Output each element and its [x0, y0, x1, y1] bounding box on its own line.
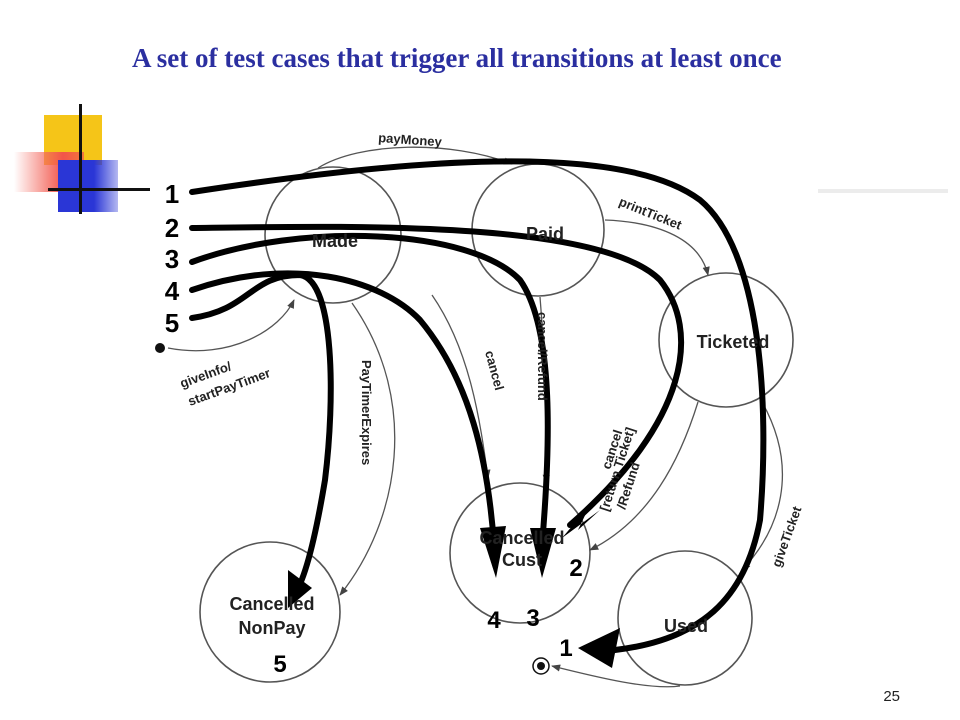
state-cancelled-nonpay-label-line1: Cancelled: [229, 594, 314, 614]
state-ticketed-circle: [658, 272, 794, 408]
test-path-5: [189, 271, 334, 598]
transition-paymoney-arrow: [317, 146, 513, 169]
test-path-5-arrowhead: [288, 570, 312, 608]
transition-paytimerexpires-arrow: [339, 302, 396, 596]
transition-cancel-ticketed-arrow: [589, 401, 699, 551]
state-cancelled-cust-circle: [449, 482, 591, 624]
decorative-vertical-line: [79, 104, 82, 214]
initial-state-dot: [155, 343, 165, 353]
transition-final-arrow: [551, 664, 681, 688]
test-path-4: [189, 270, 497, 548]
transition-giveticket-arrow: [741, 401, 783, 571]
transition-cancel-refund-label: cancel/Refund: [535, 312, 550, 401]
transition-printticket-arrow: [604, 219, 710, 276]
state-used-circle: [617, 550, 753, 686]
test-path-3: [189, 232, 551, 548]
test-path-start-label-5: 5: [165, 308, 179, 338]
state-paid-label: Paid: [526, 224, 564, 244]
transition-paymoney-label: payMoney: [378, 130, 443, 149]
transition-giveticket-label: giveTicket: [769, 504, 805, 569]
transition-paytimerexpires-label: PayTimerExpires: [359, 360, 374, 465]
state-cancelled-nonpay-circle: [199, 541, 341, 683]
test-path-2-arrowhead: [562, 505, 600, 538]
test-path-1: [189, 158, 767, 653]
test-path-start-label-3: 3: [165, 244, 179, 274]
transition-giveinfo-arrow: [167, 299, 295, 352]
state-cancelled-nonpay-label-line2: NonPay: [238, 618, 305, 638]
test-path-end-label-5: 5: [273, 651, 286, 678]
test-path-start-label-1: 1: [165, 179, 179, 209]
state-used-label: Used: [664, 616, 708, 636]
page-number: 25: [883, 688, 900, 705]
test-path-start-label-2: 2: [165, 213, 179, 243]
test-path-end-label-2: 2: [569, 555, 582, 582]
state-ticketed-label: Ticketed: [697, 332, 770, 352]
final-state-ring: [532, 657, 550, 675]
final-state-dot: [537, 662, 545, 670]
transition-cancel-made-label: cancel: [482, 349, 507, 392]
state-cancelled-cust-label-line2: Cust: [502, 550, 542, 570]
test-path-end-label-1: 1: [559, 635, 572, 662]
slide-title: A set of test cases that trigger all tra…: [132, 43, 782, 73]
test-path-end-label-4: 4: [487, 607, 501, 634]
test-path-3-arrowhead: [530, 528, 556, 578]
test-path-2: [189, 223, 685, 528]
state-made-label: Made: [312, 231, 358, 251]
decorative-blue-square: [58, 160, 118, 212]
decorative-horizontal-line: [48, 188, 150, 191]
state-cancelled-cust-label-line1: Cancelled: [479, 528, 564, 548]
test-path-1-arrowhead: [578, 628, 620, 668]
transition-printticket-label: printTicket: [617, 194, 685, 233]
test-path-end-label-3: 3: [526, 605, 539, 632]
state-made-circle: [264, 166, 402, 304]
decorative-fade-line: [818, 189, 948, 193]
test-path-start-label-4: 4: [165, 276, 180, 306]
test-path-4-arrowhead: [480, 526, 506, 578]
